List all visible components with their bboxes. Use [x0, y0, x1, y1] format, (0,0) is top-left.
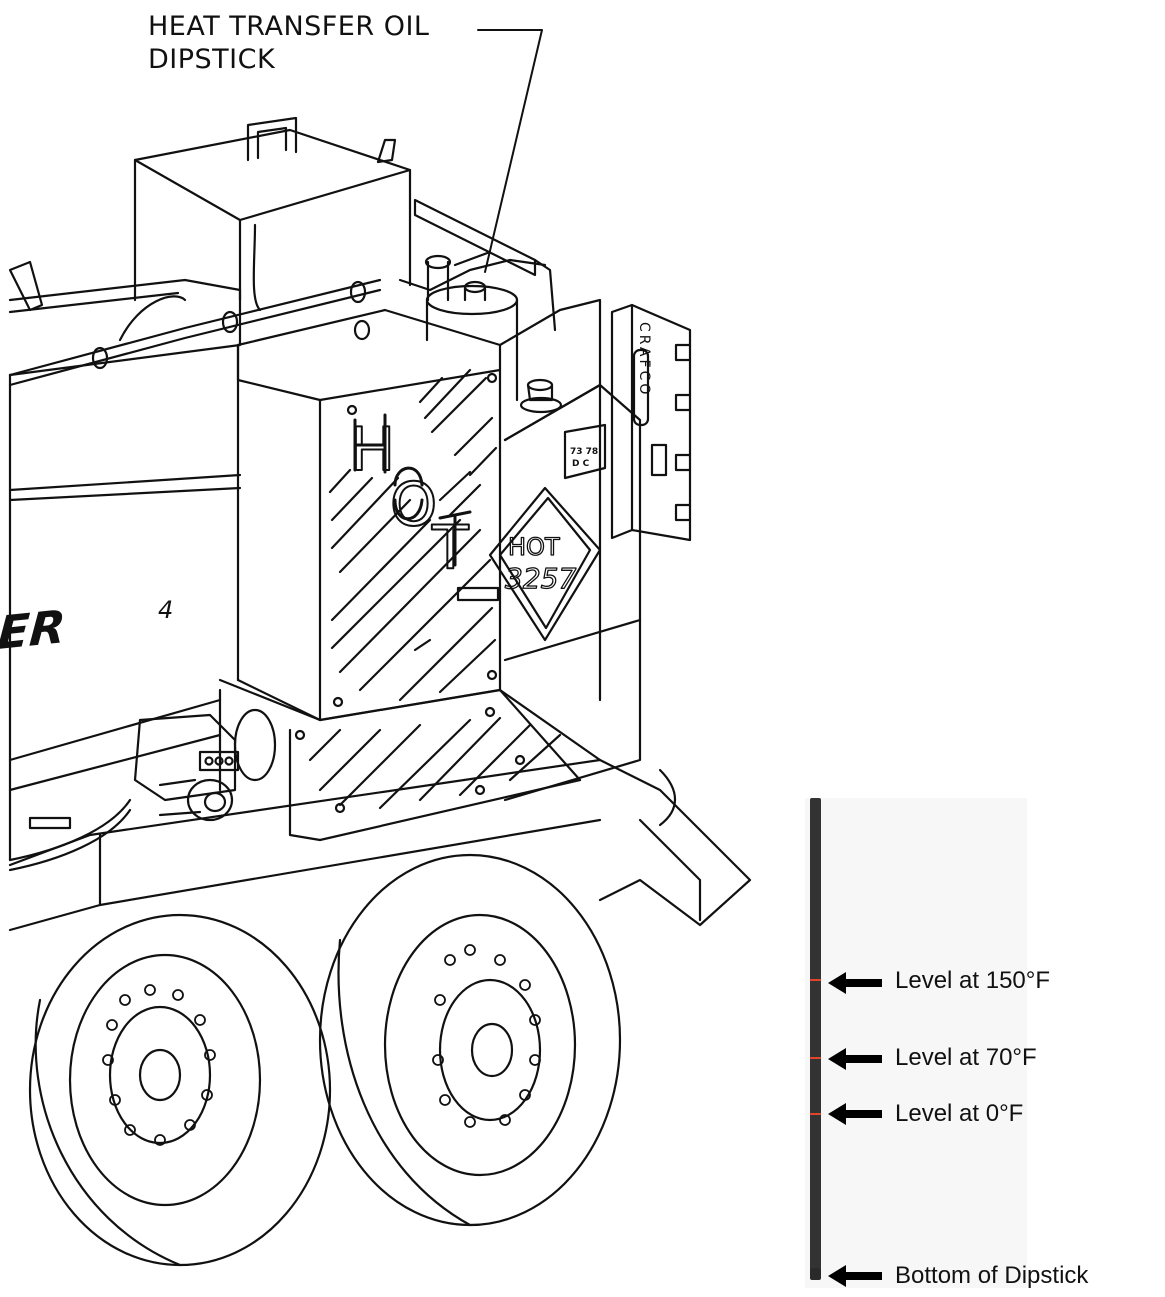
tank-body: [8, 278, 642, 862]
front-wheel: [318, 853, 622, 1227]
dipstick-illustration: [805, 798, 1027, 1288]
dipstick-rod: [810, 798, 821, 1280]
hand-rail: [8, 278, 382, 387]
plate-text-2: D C: [572, 459, 590, 469]
label-0f: Level at 0°F: [895, 1100, 1024, 1127]
side-model-text: 4: [158, 596, 173, 624]
lug-holes: [102, 944, 541, 1146]
hazard-placard: [488, 486, 602, 642]
base-frame: [8, 678, 752, 932]
panel-letter-2: O: [390, 470, 437, 540]
label-bottom: Bottom of Dipstick: [895, 1262, 1089, 1289]
label-70f: Level at 70°F: [895, 1044, 1037, 1071]
dipstick-background: [805, 798, 1027, 1288]
diamond-text-2: 3257: [505, 562, 576, 595]
dipstick-rod-tip: [810, 1268, 821, 1280]
dipstick-tank: [424, 250, 519, 402]
arrow-icon: [828, 972, 882, 994]
callout-line-1: HEAT TRANSFER OIL: [148, 11, 430, 42]
mark-150f: [810, 979, 821, 981]
arrow-icon: [828, 1103, 882, 1125]
callout-leader: [477, 29, 543, 273]
diamond-text-1: HOT: [508, 533, 560, 561]
arrow-icon: [828, 1265, 882, 1287]
beacon: [519, 378, 563, 414]
panel-letter-1: H: [350, 415, 395, 485]
mark-0f: [810, 1113, 821, 1115]
hose-bracket: [610, 303, 692, 542]
burner: [8, 708, 277, 872]
rear-rail: [398, 198, 557, 332]
label-150f: Level at 150°F: [895, 967, 1051, 994]
plate-text-1: 73 78: [570, 447, 598, 457]
callout-line-2: DIPSTICK: [148, 44, 276, 75]
bracket-text: CRAFCO: [636, 322, 652, 397]
panel-letter-3: T: [431, 513, 469, 583]
info-plate: [563, 423, 607, 480]
top-box: [133, 116, 412, 312]
mark-70f: [810, 1057, 821, 1059]
lever: [8, 260, 44, 312]
rear-wheel: [28, 913, 332, 1267]
callout-label: HEAT TRANSFER OIL DIPSTICK: [148, 10, 429, 76]
arrow-icon: [828, 1048, 882, 1070]
